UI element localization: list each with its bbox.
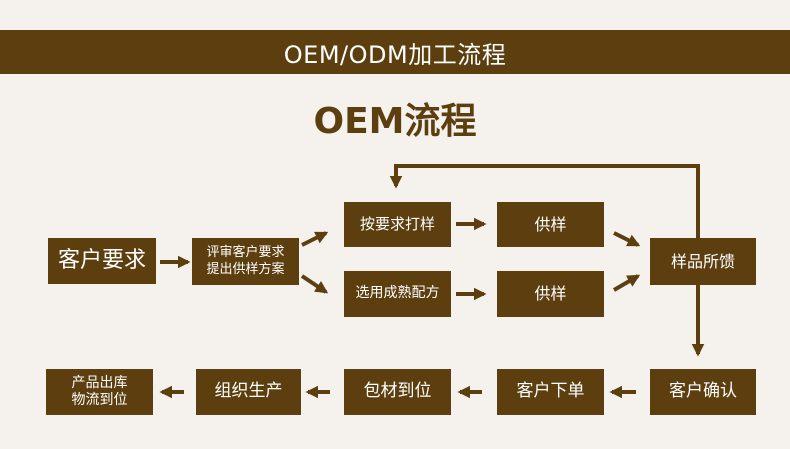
header-banner: OEM/ODM加工流程	[0, 30, 790, 74]
customer-request-box: 客户要求	[48, 238, 156, 284]
arrow-sample2-to-feedback	[612, 274, 641, 292]
material-arrival-box: 包材到位	[344, 369, 451, 415]
sample-feedback-box: 样品所馈	[650, 238, 756, 285]
proof-by-request-box: 按要求打样	[344, 202, 451, 247]
arrow-review-to-formula	[300, 274, 329, 294]
page-title: OEM流程	[313, 101, 477, 142]
production-box: 组织生产	[196, 369, 301, 415]
sample-box-1: 供样	[497, 202, 604, 247]
arrow-review-to-proof	[301, 231, 329, 247]
select-formula-box: 选用成熟配方	[344, 271, 451, 317]
arrow-sample1-to-feedback	[613, 231, 641, 247]
review-request-box: 评审客户要求 提出供样方案	[192, 238, 299, 285]
sample-box-2: 供样	[497, 271, 604, 317]
shipping-box: 产品出库 物流到位	[46, 369, 153, 415]
customer-order-box: 客户下单	[497, 369, 604, 415]
customer-confirm-box: 客户确认	[650, 369, 756, 415]
arrow-feedback-loop	[389, 164, 700, 238]
